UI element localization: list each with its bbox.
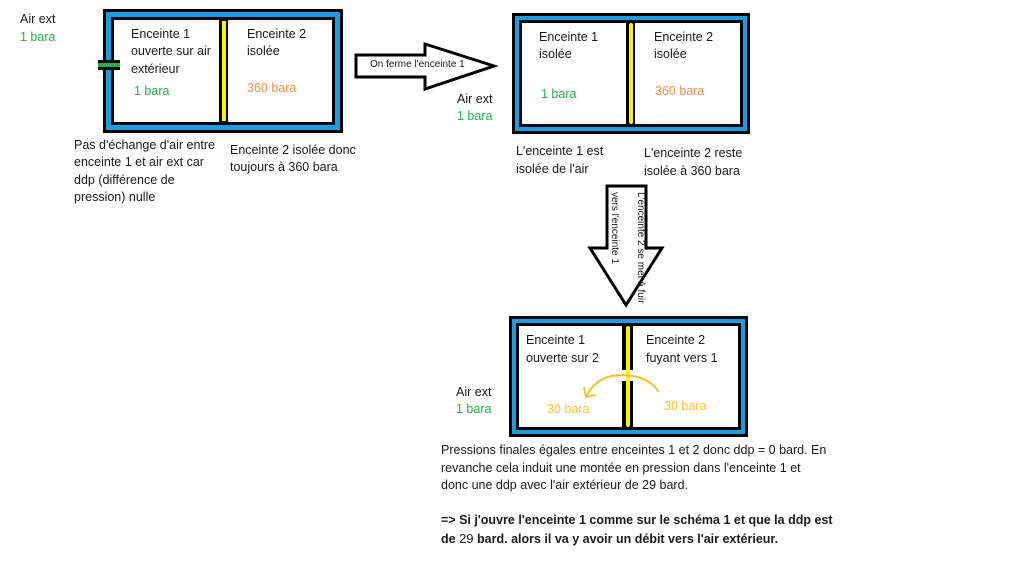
air-ext-label: Air ext: [20, 12, 56, 26]
conclusion-line: donc une ddp avec l'air extérieur de 29 …: [441, 478, 688, 492]
note-line: enceinte 1 et air ext car: [74, 155, 204, 169]
divider-wall: [626, 326, 630, 427]
note-line: Enceinte 2 isolée donc: [230, 143, 356, 157]
divider-wall: [222, 21, 226, 121]
enclosure-2-subtitle: isolée: [654, 47, 687, 61]
enclosure-2-title: Enceinte 2: [646, 333, 706, 347]
final-suffix: bard. alors il va y avoir un débit vers …: [477, 532, 779, 546]
enclosure-1-title: Enceinte 1: [131, 27, 191, 41]
enclosure-1: [114, 20, 219, 122]
enclosure-2-title: Enceinte 2: [247, 27, 307, 41]
enclosure-2-title: Enceinte 2: [654, 30, 714, 44]
enclosure-2-pressure: 30 bara: [664, 399, 707, 413]
enclosure-1-pressure: 1 bara: [541, 87, 577, 101]
final-statement: => Si j'ouvre l'enceinte 1 comme sur le …: [441, 513, 833, 527]
enclosure-1-pressure: 30 bara: [547, 402, 590, 416]
down-arrow-label-line2: vers l'enceinte 1: [609, 192, 620, 264]
conclusion-line: Pressions finales égales entre enceintes…: [441, 443, 827, 457]
final-statement-line2: de 29 bard. alors il va y avoir un débit…: [441, 530, 778, 549]
enclosure-2: [635, 23, 740, 124]
enclosure-1-subtitle-2: extérieur: [131, 62, 180, 76]
enclosure-1-subtitle: ouverte sur 2: [526, 351, 599, 365]
conclusion-line: revanche cela induit une montée en press…: [441, 461, 801, 475]
air-ext-label: Air ext: [456, 385, 492, 399]
note-line: toujours à 360 bara: [230, 160, 338, 174]
final-value: 29: [459, 531, 474, 546]
air-ext-pressure: 1 bara: [456, 402, 492, 416]
divider-wall: [629, 23, 633, 124]
enclosure-2-pressure: 360 bara: [247, 81, 297, 95]
enclosure-2-subtitle: fuyant vers 1: [646, 351, 718, 365]
note-line: ddp (différence de: [74, 173, 175, 187]
note-line: pression) nulle: [74, 190, 156, 204]
final-de: de: [441, 532, 456, 546]
note-line: isolée de l'air: [516, 162, 589, 176]
air-ext-pressure: 1 bara: [457, 109, 493, 123]
down-arrow-label: L'enceinte 2 se met à fuir vers l'encein…: [598, 190, 654, 303]
enclosure-2-pressure: 360 bara: [655, 84, 705, 98]
enclosure-2-subtitle: isolée: [247, 44, 280, 58]
right-arrow-label: On ferme l'enceinte 1: [370, 59, 465, 70]
enclosure-1-subtitle: isolée: [539, 47, 572, 61]
down-arrow-label-line1: L'enceinte 2 se met à fuir: [635, 192, 646, 304]
air-ext-label: Air ext: [457, 92, 493, 106]
enclosure-1-pressure: 1 bara: [134, 84, 170, 98]
enclosure-1-subtitle: ouverte sur air: [131, 44, 211, 58]
air-ext-pressure: 1 bara: [20, 30, 56, 44]
enclosure-1-title: Enceinte 1: [526, 333, 586, 347]
note-line: Pas d'échange d'air entre: [74, 138, 215, 152]
note-line: L'enceinte 1 est: [516, 144, 604, 158]
air-opening-valve: [98, 63, 120, 67]
note-line: isolée à 360 bara: [644, 164, 740, 178]
enclosure-1-title: Enceinte 1: [539, 30, 599, 44]
enclosure-2: [228, 20, 332, 122]
enclosure-1: [522, 23, 626, 124]
note-line: L'enceinte 2 reste: [644, 146, 743, 160]
